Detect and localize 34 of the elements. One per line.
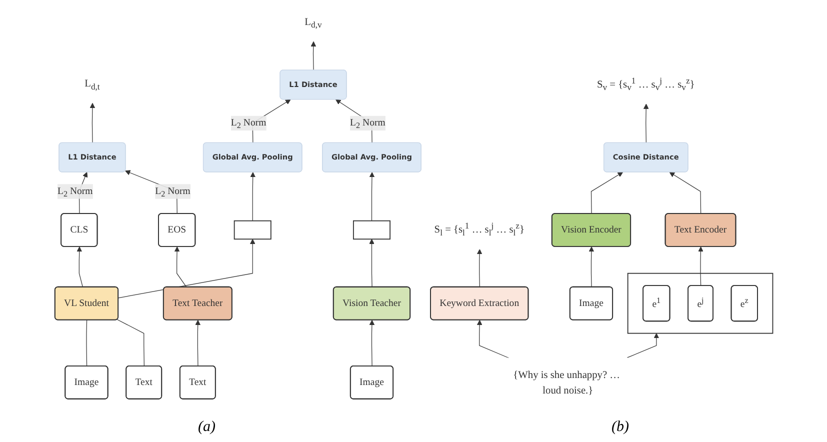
arrow [476,320,509,358]
arrow [590,172,623,214]
arrow [368,320,374,367]
arrow [698,246,704,286]
connector [116,319,144,367]
edge-label: L$_{2}$ Norm [350,118,385,130]
node-box [234,220,272,240]
arrow [310,41,316,71]
arrow [118,238,255,298]
arrow [588,246,594,288]
node-text: L$_{d,t}$ [84,77,100,92]
node-box [352,220,390,240]
cluster [627,272,773,334]
arrow [368,172,374,222]
edge-label: L$_{2}$ Norm [230,118,266,130]
node-text: L$_{d,v}$ [304,16,322,30]
edge-label: L$_{2}$ Norm [57,186,92,198]
arrow [368,238,374,288]
edge-label: L$_{2}$ Norm [154,186,190,198]
arrow [643,104,648,144]
node-text: {Why is she unhappy? … loud noise.} [512,368,620,396]
arrow [76,246,83,288]
arrow [194,320,200,367]
arrow [89,102,95,144]
arrow [669,172,701,214]
node-text: S$_{v}$ = {s$_{v}$$^{1}$ … s$_{v}$$^{j}$ … s$_{v}$$^{z}$} [596,76,694,93]
panel-label: (b) [612,418,629,436]
node-text: S$_{l}$ = {s$_{l}$$^{1}$ … s$_{l}$$^{j}$ … s$_{l}$$^{z}$} [434,221,524,238]
arrow [476,249,482,288]
arrow [250,172,256,222]
arrow [174,246,187,288]
panel-label: (a) [198,418,216,436]
connector [86,320,87,367]
arrow [626,333,659,358]
